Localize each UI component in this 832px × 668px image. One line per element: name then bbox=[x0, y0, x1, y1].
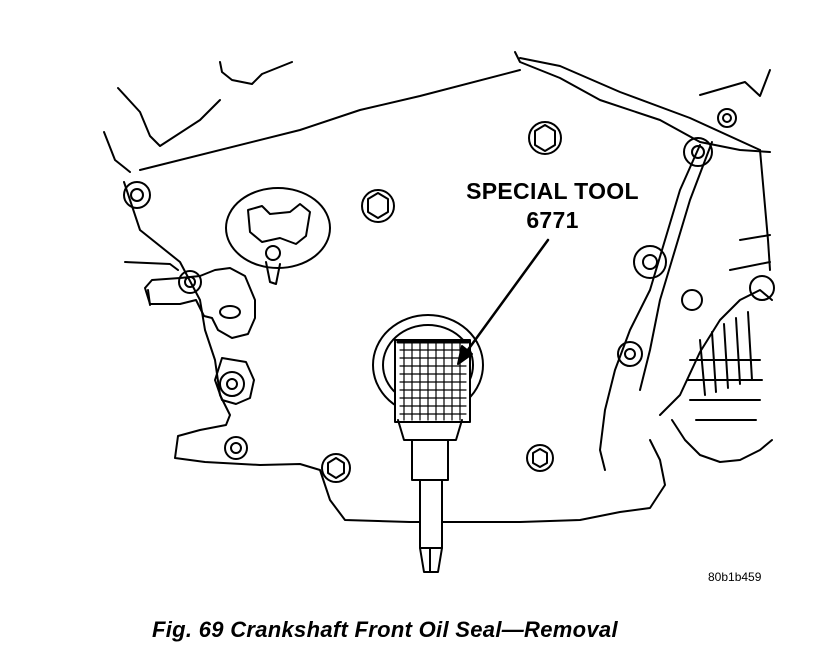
bolt-icon bbox=[526, 444, 554, 472]
figure-code: 80b1b459 bbox=[708, 570, 762, 584]
upper-left-housing bbox=[103, 61, 521, 173]
cam-sensor-boss bbox=[225, 187, 331, 285]
bolt-icon bbox=[528, 121, 562, 155]
callout-leader-arrow bbox=[457, 238, 550, 365]
bolt-icon bbox=[219, 371, 245, 397]
bolt-icon bbox=[123, 181, 151, 209]
bolt-icon bbox=[321, 453, 351, 483]
right-accessory-pulley bbox=[659, 234, 775, 463]
special-tool-6771 bbox=[394, 339, 471, 573]
bolt-heads bbox=[123, 108, 737, 483]
front-cover-outline bbox=[123, 51, 771, 523]
bolt-icon bbox=[683, 137, 713, 167]
bolt-icon bbox=[178, 270, 202, 294]
figure-caption: Fig. 69 Crankshaft Front Oil Seal—Remova… bbox=[152, 617, 618, 642]
callout-label-special-tool: SPECIAL TOOL bbox=[466, 178, 639, 204]
bolt-icon bbox=[633, 245, 667, 279]
bolt-icon bbox=[717, 108, 737, 128]
left-bracket bbox=[144, 267, 256, 405]
bolt-icon bbox=[361, 189, 395, 223]
bolt-icon bbox=[224, 436, 248, 460]
callout-label-tool-number: 6771 bbox=[526, 207, 579, 233]
bolt-icon bbox=[617, 341, 643, 367]
